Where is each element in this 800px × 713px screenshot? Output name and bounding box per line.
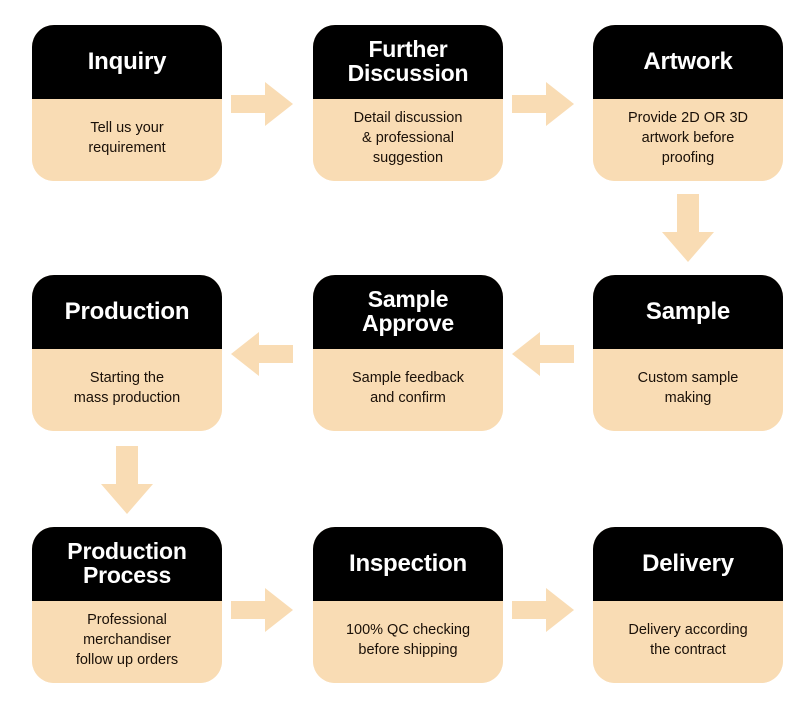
node-delivery[interactable]: Delivery Delivery according the contract [593,527,783,683]
node-header: Sample [593,275,783,349]
node-title: Inspection [348,549,467,577]
node-description: Sample feedback and confirm [351,370,465,406]
arrow-production-process-to-inspection [231,588,293,632]
node-header: Further Discussion [313,25,503,99]
node-description: Professional merchandiser follow up orde… [75,612,179,668]
node-title: Inquiry [87,47,167,75]
node-title: Sample [645,297,731,325]
node-title: Production [64,297,190,325]
node-description: Tell us your requirement [88,120,166,156]
node-title: Sample Approve [362,286,454,336]
arrow-inquiry-to-further-discussion [231,82,293,126]
node-body: Starting the mass production [32,349,222,431]
node-description: Detail discussion & professional suggest… [353,110,463,166]
node-artwork[interactable]: Artwork Provide 2D OR 3D artwork before … [593,25,783,181]
node-header: Sample Approve [313,275,503,349]
node-header: Inquiry [32,25,222,99]
arrow-artwork-to-sample [662,194,714,262]
node-body: Detail discussion & professional suggest… [313,99,503,181]
node-body: Sample feedback and confirm [313,349,503,431]
arrow-further-discussion-to-artwork [512,82,574,126]
node-title: Artwork [643,47,733,75]
node-production[interactable]: Production Starting the mass production [32,275,222,431]
node-body: Provide 2D OR 3D artwork before proofing [593,99,783,181]
arrow-sample-to-sample-approve [512,332,574,376]
node-description: Provide 2D OR 3D artwork before proofing [627,110,749,166]
arrow-inspection-to-delivery [512,588,574,632]
node-body: Custom sample making [593,349,783,431]
node-body: Delivery according the contract [593,601,783,683]
node-description: 100% QC checking before shipping [345,622,471,658]
node-sample-approve[interactable]: Sample Approve Sample feedback and confi… [313,275,503,431]
node-header: Production [32,275,222,349]
node-body: Professional merchandiser follow up orde… [32,601,222,683]
node-sample[interactable]: Sample Custom sample making [593,275,783,431]
node-header: Artwork [593,25,783,99]
node-header: Delivery [593,527,783,601]
node-further-discussion[interactable]: Further Discussion Detail discussion & p… [313,25,503,181]
node-description: Custom sample making [637,370,739,406]
node-body: Tell us your requirement [32,99,222,181]
node-production-process[interactable]: Production Process Professional merchand… [32,527,222,683]
node-header: Inspection [313,527,503,601]
node-title: Production Process [67,538,187,588]
node-title: Delivery [642,549,734,577]
node-inquiry[interactable]: Inquiry Tell us your requirement [32,25,222,181]
node-body: 100% QC checking before shipping [313,601,503,683]
node-description: Starting the mass production [73,370,181,406]
node-header: Production Process [32,527,222,601]
node-title: Further Discussion [347,36,469,86]
node-description: Delivery according the contract [628,622,748,658]
node-inspection[interactable]: Inspection 100% QC checking before shipp… [313,527,503,683]
arrow-sample-approve-to-production [231,332,293,376]
arrow-production-to-production-process [101,446,153,514]
